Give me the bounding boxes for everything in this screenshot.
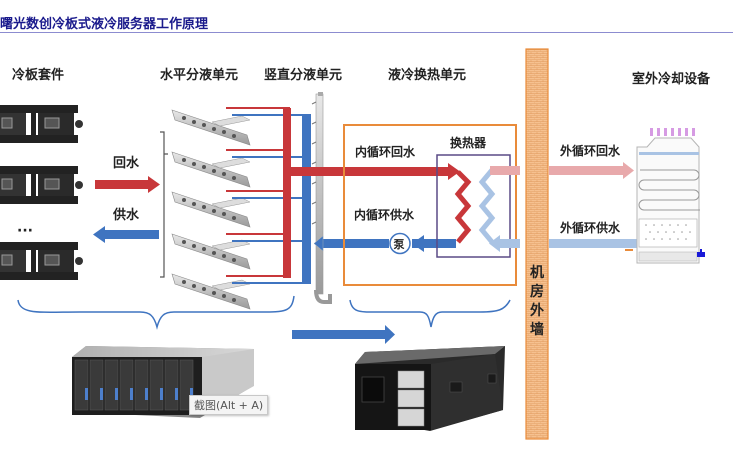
- inner-return-pipe: [291, 167, 449, 176]
- title-divider: [0, 32, 733, 33]
- brace-left: [17, 295, 295, 330]
- label-return-water: 回水: [113, 155, 140, 171]
- outer-return-pipe: [549, 166, 624, 175]
- label-heat-exchanger: 换热器: [450, 135, 487, 150]
- water-pump-icon: [697, 249, 705, 257]
- supply-water-arrow: [93, 226, 159, 243]
- return-water-arrow: [95, 176, 160, 193]
- label-outdoor-cooling: 室外冷却设备: [632, 71, 711, 87]
- inner-return-arrowhead: [448, 163, 460, 180]
- cooling-tower: [625, 128, 705, 264]
- bottom-flow-arrowhead: [385, 325, 395, 344]
- label-outer-return: 外循环回水: [560, 143, 621, 158]
- screenshot-tooltip: 截图(Alt + A): [189, 395, 269, 415]
- label-supply-water: 供水: [112, 207, 140, 223]
- bottom-flow-arrow: [292, 330, 386, 339]
- server-right-image: [355, 346, 505, 431]
- hx-cold-coil: [478, 168, 496, 244]
- airflow-icons: [650, 128, 695, 136]
- wall-char-4: 墙: [530, 321, 544, 338]
- label-horizontal-manifold: 水平分液单元: [160, 67, 238, 83]
- outer-supply-arrowhead: [489, 235, 500, 252]
- vertical-supply-header: [302, 114, 311, 284]
- cold-plate-kit-1: [0, 105, 83, 143]
- label-cdu: 液冷换热单元: [388, 67, 466, 83]
- inner-supply-arrowhead: [313, 235, 324, 252]
- outer-return-arrowhead: [623, 162, 634, 179]
- cold-plate-kit-2: [0, 166, 83, 204]
- outer-supply-pipe: [549, 239, 637, 248]
- branch-pipes-cold: [232, 114, 306, 284]
- pump-label: 泵: [394, 238, 405, 251]
- vertical-manifold: [311, 92, 332, 304]
- wall-char-3: 外: [530, 302, 544, 319]
- label-vertical-manifold: 竖直分液单元: [264, 67, 342, 83]
- page-title: 曙光数创冷板式液冷服务器工作原理: [0, 17, 209, 32]
- label-outer-supply: 外循环供水: [560, 220, 621, 235]
- cold-plate-kit-3: [0, 242, 83, 280]
- manifold-bracket: [160, 131, 168, 278]
- wall-char-2: 房: [530, 283, 544, 300]
- heat-exchanger-box: [436, 154, 511, 258]
- outer-supply-pipe-inside: [498, 239, 520, 248]
- wall-char-1: 机: [530, 264, 544, 281]
- machine-room-wall: 机 房 外 墙: [525, 48, 549, 440]
- hx-hot-coil: [454, 170, 472, 244]
- label-inner-supply: 内循环供水: [354, 207, 415, 222]
- label-inner-return: 内循环回水: [355, 144, 416, 159]
- pump: 泵: [389, 232, 411, 255]
- brace-right: [349, 299, 511, 328]
- branch-pipes-hot: [226, 107, 290, 277]
- outer-return-pipe-inside: [490, 166, 520, 175]
- horizontal-manifolds: [171, 109, 251, 310]
- ellipsis: ···: [17, 223, 33, 239]
- label-cold-plate-kit: 冷板套件: [12, 67, 64, 83]
- inner-supply-pipe: [323, 239, 389, 248]
- cdu-box: [343, 124, 517, 286]
- vertical-return-header: [283, 108, 291, 278]
- hx-to-pump-pipe: [412, 239, 456, 248]
- hx-to-pump-arrowhead: [412, 235, 424, 252]
